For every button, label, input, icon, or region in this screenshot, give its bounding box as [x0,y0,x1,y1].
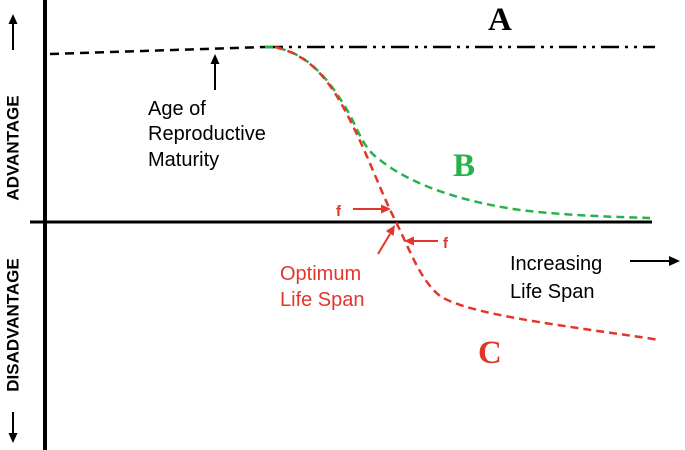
x-label-line2: Life Span [510,281,595,303]
maturity-label-line3: Maturity [148,149,219,171]
curve-b [264,45,651,220]
optimum-arrow-icon [377,225,395,255]
f-right-arrow-icon [404,236,438,246]
maturity-label-line1: Age of [148,98,206,120]
x-arrow-right-icon [630,256,680,266]
y-label-disadvantage: DISADVANTAGE [4,258,23,392]
curve-a [49,45,655,56]
curve-a-letter: A [488,2,512,38]
y-arrow-up-icon [8,14,18,50]
curve-b-letter: B [453,148,475,184]
maturity-label-line2: Reproductive [148,123,266,145]
optimum-label-line2: Life Span [280,289,365,311]
curve-c [274,45,661,342]
y-arrow-down-icon [8,412,18,443]
x-label-line1: Increasing [510,253,602,275]
maturity-arrow-icon [210,54,220,90]
curve-c-letter: C [478,335,502,371]
f-label-left: f [336,203,342,220]
y-label-advantage: ADVANTAGE [4,95,23,200]
f-label-right: f [443,235,449,252]
f-left-arrow-icon [353,204,391,214]
optimum-label-line1: Optimum [280,263,361,285]
